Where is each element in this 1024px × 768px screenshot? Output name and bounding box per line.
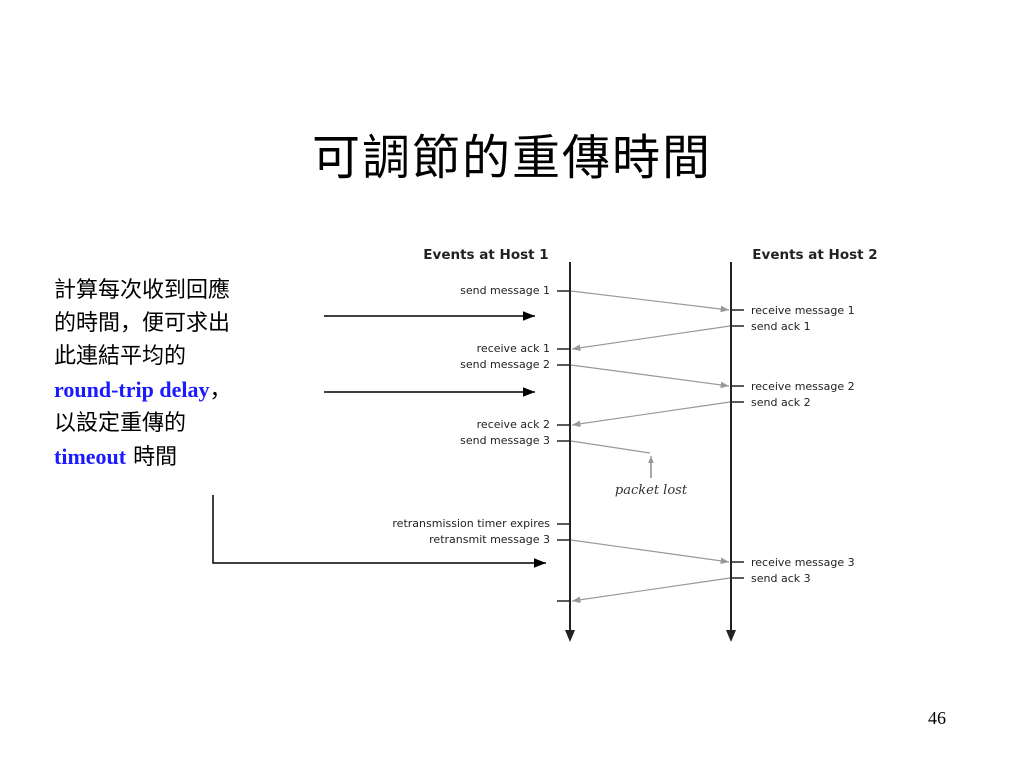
note-line-6-suffix: 時間 [126,445,178,470]
host2-events: receive message 1 send ack 1 receive mes… [731,304,855,585]
host2-event: send ack 2 [751,396,811,409]
host2-event: receive message 2 [751,380,855,393]
message-2-arrow [570,364,730,389]
note-line-6: timeout 時間 [54,440,294,474]
host2-event: send ack 1 [751,320,811,333]
ack-3-arrow [571,577,731,604]
explanation-text: 計算每次收到回應 的時間，便可求出 此連結平均的 round-trip dela… [54,274,294,474]
ack-1-arrow [571,325,731,352]
explanation-arrow-3 [212,495,546,568]
host2-event: receive message 1 [751,304,855,317]
term-timeout: timeout [54,444,127,469]
note-line-4-suffix: ， [209,378,232,403]
host2-event: receive message 3 [751,556,855,569]
note-line-2: 的時間，便可求出 [54,311,231,336]
host1-timeline-arrowhead [565,630,575,642]
host1-event: receive ack 1 [477,342,550,355]
host2-heading: Events at Host 2 [752,247,877,263]
page-number: 46 [928,708,946,728]
host2-timeline-arrowhead [726,630,736,642]
host1-heading: Events at Host 1 [423,247,548,263]
message-arrows [570,290,731,604]
message-3-lost-arrow [570,440,651,454]
host1-event: send message 3 [460,434,550,447]
note-line-4: round-trip delay， [54,373,294,407]
retransmit-message-3-arrow [570,539,730,565]
message-1-arrow [570,290,730,313]
host1-event: retransmission timer expires [392,517,550,530]
host1-event: retransmit message 3 [429,533,550,546]
term-round-trip-delay: round-trip delay [54,377,210,402]
note-line-5: 以設定重傳的 [54,411,187,436]
host1-event: send message 1 [460,284,550,297]
slide-title: 可調節的重傳時間 [311,130,712,186]
host2-event: send ack 3 [751,572,811,585]
ack-2-arrow [571,401,731,428]
packet-lost-label: packet lost [615,483,688,498]
host1-event: receive ack 2 [477,418,550,431]
host1-events: send message 1 receive ack 1 send messag… [392,284,570,602]
note-line-3: 此連結平均的 [54,344,187,369]
note-line-1: 計算每次收到回應 [54,278,231,303]
host1-event: send message 2 [460,358,550,371]
